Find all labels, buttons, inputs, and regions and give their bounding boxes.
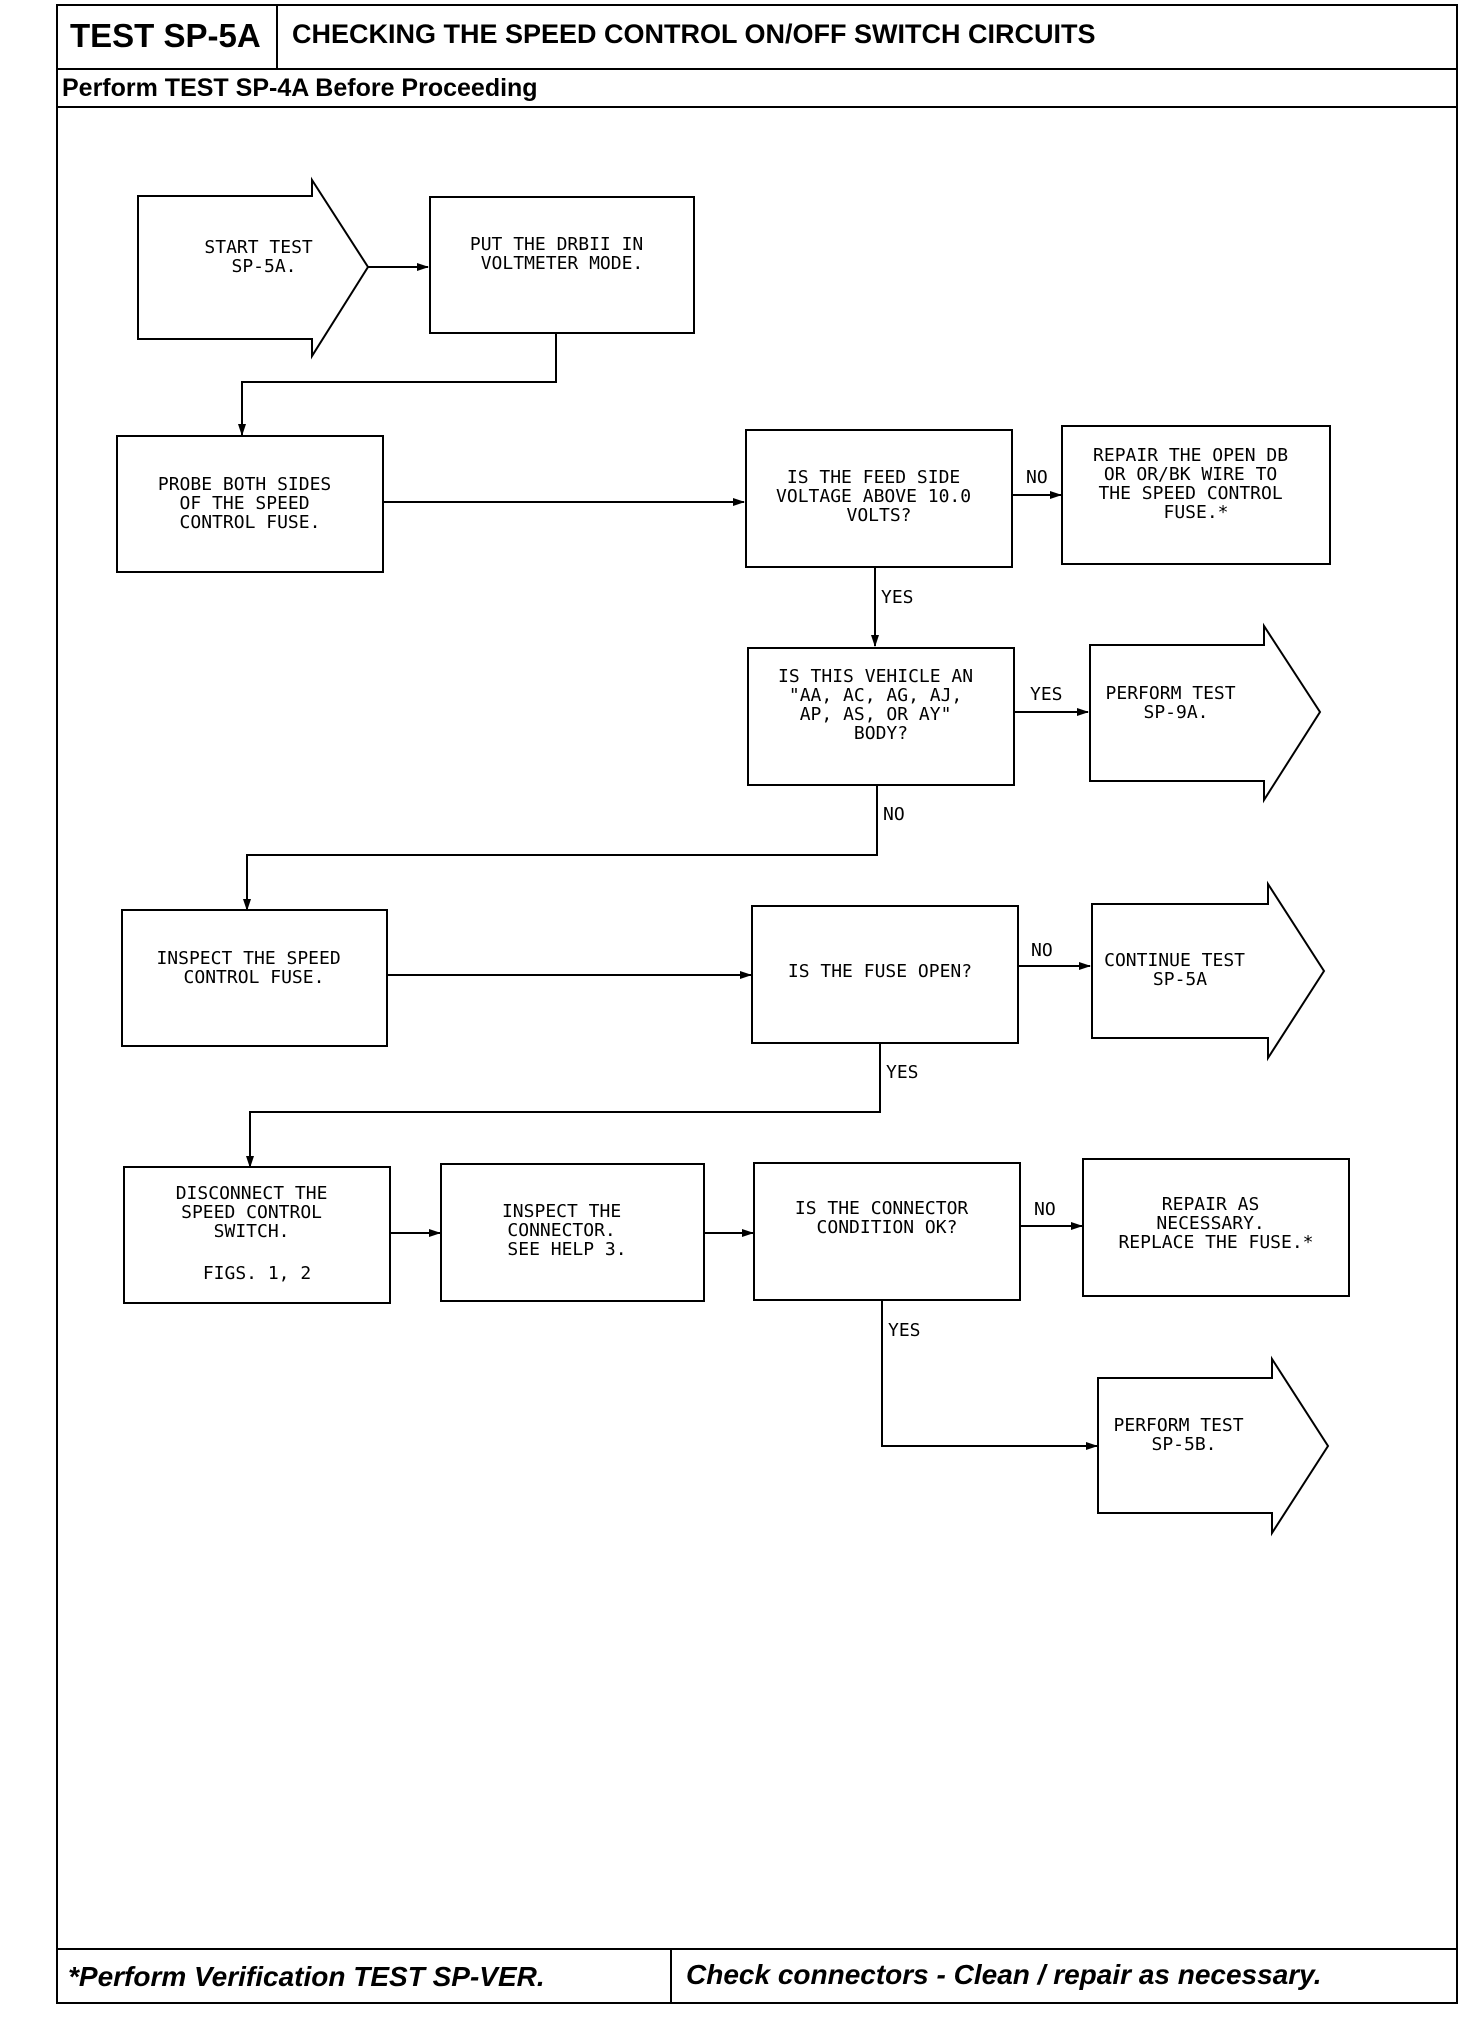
feed-no-label: NO xyxy=(1026,467,1048,488)
vehicle-body-question-box xyxy=(747,647,1015,786)
connector-conn-yes xyxy=(881,1300,1098,1450)
perform-sp5b-shape xyxy=(1097,1355,1330,1537)
inspect-connector-box xyxy=(440,1163,705,1302)
connector-ok-question-box xyxy=(753,1162,1021,1301)
repair-replace-fuse-text: REPAIR AS NECESSARY. REPLACE THE FUSE.* xyxy=(1118,1194,1313,1253)
perform-sp9a-text: PERFORM TEST SP-9A. xyxy=(1106,683,1247,723)
prerequisite-row: Perform TEST SP-4A Before Proceeding xyxy=(56,70,1458,108)
connector-note: Check connectors - Clean / repair as nec… xyxy=(686,1959,1322,1990)
verification-note: *Perform Verification TEST SP-VER. xyxy=(56,1950,672,2004)
inspect-connector-text: INSPECT THE CONNECTOR. SEE HELP 3. xyxy=(502,1201,632,1260)
vehicle-no-label: NO xyxy=(883,804,905,825)
conn-no-label: NO xyxy=(1034,1199,1056,1220)
fuse-open-question-box xyxy=(751,905,1019,1044)
feed-voltage-question-text: IS THE FEED SIDE VOLTAGE ABOVE 10.0 VOLT… xyxy=(776,467,982,526)
repair-wire-box xyxy=(1061,425,1331,565)
continue-sp5a-shape xyxy=(1091,880,1326,1062)
probe-fuse-box xyxy=(116,435,384,573)
connector-fuse-yes xyxy=(246,1043,881,1168)
start-test-shape xyxy=(137,176,370,360)
connector-ok-question-text: IS THE CONNECTOR CONDITION OK? xyxy=(795,1198,979,1238)
feed-yes-label: YES xyxy=(881,587,914,608)
put-drbii-box xyxy=(429,196,695,334)
feed-voltage-question-box xyxy=(745,429,1013,568)
repair-wire-text: REPAIR THE OPEN DB OR OR/BK WIRE TO THE … xyxy=(1093,445,1299,523)
fuse-open-question-text: IS THE FUSE OPEN? xyxy=(788,961,972,982)
page-frame xyxy=(56,4,1458,2004)
put-drbii-text: PUT THE DRBII IN VOLTMETER MODE. xyxy=(470,234,654,274)
page-title: CHECKING THE SPEED CONTROL ON/OFF SWITCH… xyxy=(292,19,1096,49)
prerequisite-text: Perform TEST SP-4A Before Proceeding xyxy=(62,74,538,102)
fuse-yes-label: YES xyxy=(886,1062,919,1083)
conn-yes-label: YES xyxy=(888,1320,921,1341)
fuse-no-label: NO xyxy=(1031,940,1053,961)
perform-sp5b-text: PERFORM TEST SP-5B. xyxy=(1114,1415,1255,1455)
continue-sp5a-text: CONTINUE TEST SP-5A xyxy=(1104,950,1256,990)
inspect-fuse-text: INSPECT THE SPEED CONTROL FUSE. xyxy=(156,948,351,988)
vehicle-body-question-text: IS THIS VEHICLE AN "AA, AC, AG, AJ, AP, … xyxy=(778,666,984,744)
connector-drb-to-probe xyxy=(238,333,557,436)
vehicle-yes-label: YES xyxy=(1030,684,1063,705)
probe-fuse-text: PROBE BOTH SIDES OF THE SPEED CONTROL FU… xyxy=(158,474,342,533)
test-id: TEST SP-5A xyxy=(56,4,278,68)
repair-replace-fuse-box xyxy=(1082,1158,1350,1297)
flowchart: NO YES YES NO NO YES NO YES START TEST S… xyxy=(116,176,1350,1537)
header-row: TEST SP-5A CHECKING THE SPEED CONTROL ON… xyxy=(56,4,1458,70)
connector-vehicle-no xyxy=(243,785,878,911)
disconnect-switch-text: DISCONNECT THE SPEED CONTROL SWITCH. FIG… xyxy=(176,1183,339,1284)
disconnect-switch-box xyxy=(123,1166,391,1304)
perform-sp9a-shape xyxy=(1089,622,1322,804)
inspect-fuse-box xyxy=(121,909,388,1047)
footer-row: *Perform Verification TEST SP-VER. Check… xyxy=(56,1948,1458,2004)
start-test-text: START TEST SP-5A. xyxy=(204,237,323,277)
